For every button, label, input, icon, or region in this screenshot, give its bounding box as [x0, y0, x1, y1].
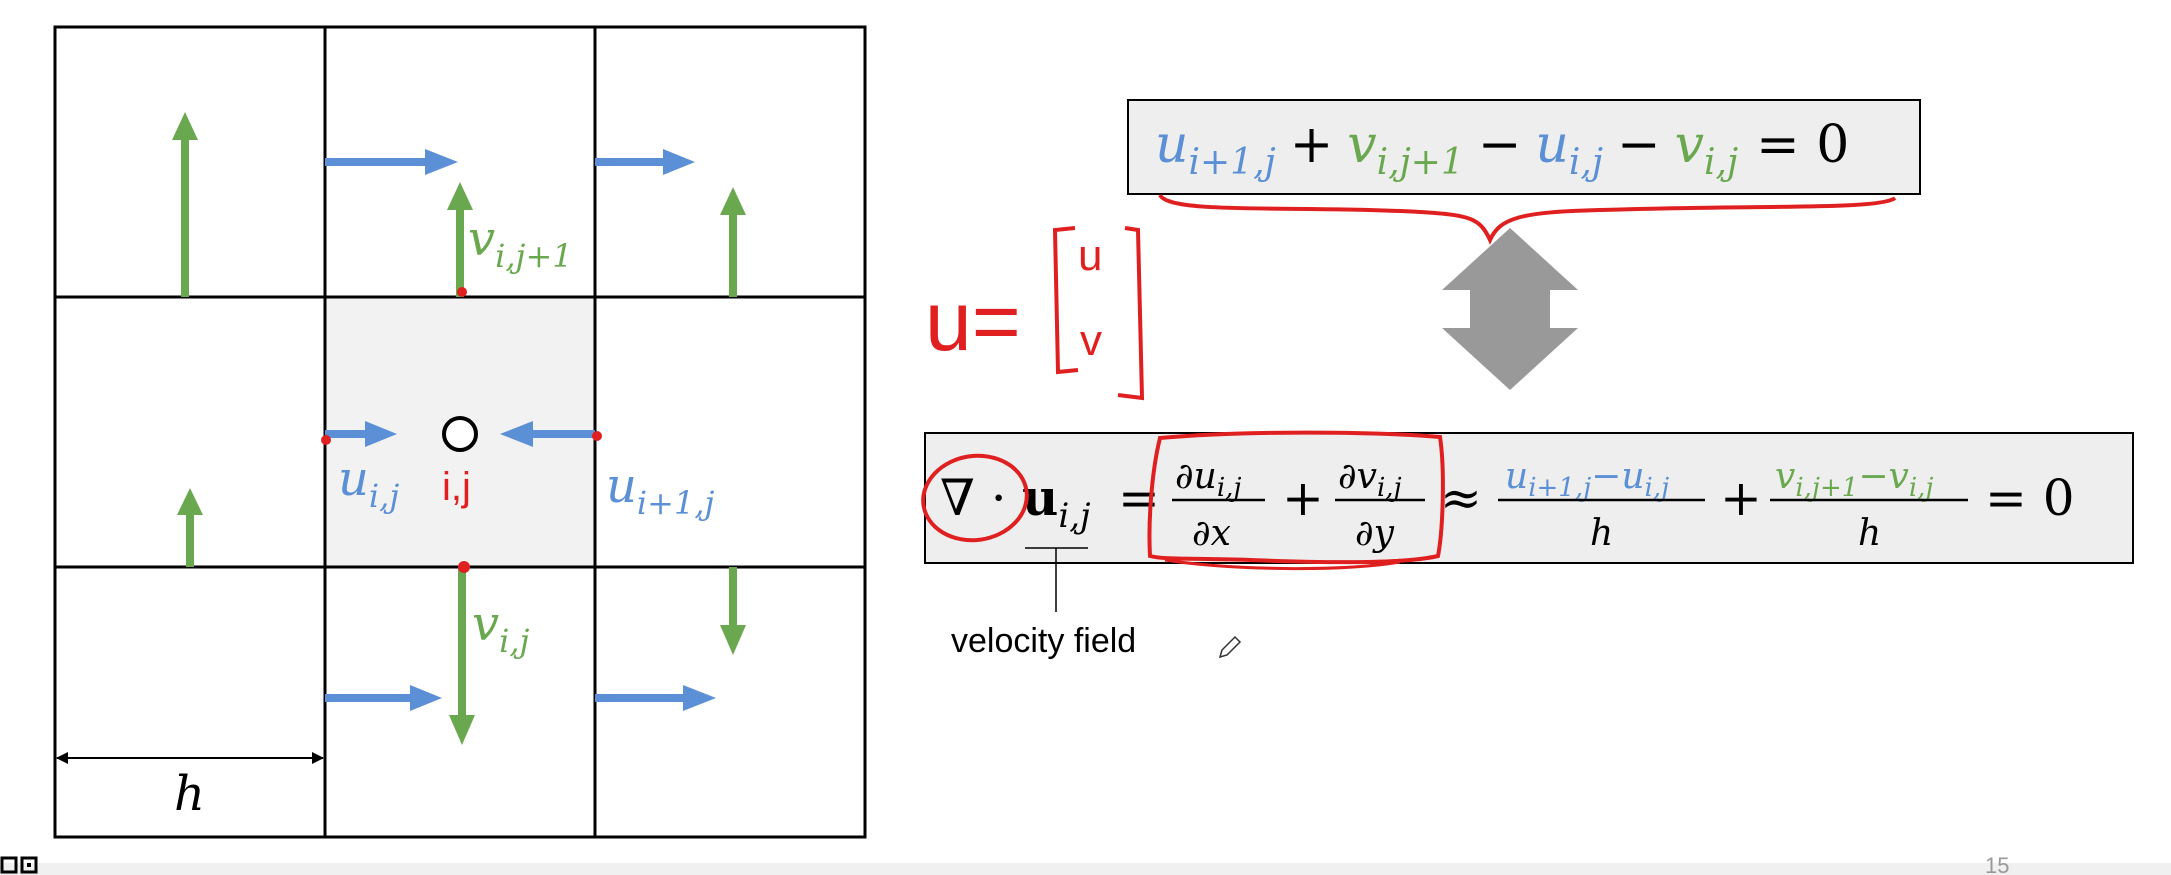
red-dot-right	[592, 431, 602, 441]
red-curly-brace	[1158, 193, 1897, 245]
u-arrow-bottom-center	[325, 685, 442, 711]
nabla-dot: ∇ ·	[940, 469, 1007, 527]
plus-1: +	[1282, 469, 1324, 527]
divergence-equation: ∇ · ui,j = ∂ui,j ∂x + ∂vi,j ∂y ≈ ui+1,j−…	[921, 430, 2134, 660]
label-center-ij: i,j	[442, 465, 471, 509]
frac4-denominator: h	[1858, 513, 1881, 554]
annotation-u-lhs: u=	[925, 274, 1021, 368]
page-number: 15	[1985, 853, 2009, 875]
frac3-numerator: ui+1,j−ui,j	[1505, 456, 1669, 503]
red-circle-nabla	[921, 453, 1029, 543]
label-v-bottom: vi,j	[472, 596, 530, 660]
v-velocity-arrows	[172, 112, 746, 745]
u-arrow-center-right	[500, 421, 595, 447]
v-arrow-top-center	[447, 182, 473, 297]
frac1-denominator: ∂x	[1192, 513, 1231, 554]
approx-sign: ≈	[1440, 469, 1482, 527]
bold-u: ui,j	[1022, 468, 1091, 536]
red-dot-bottom	[458, 561, 470, 573]
discrete-divergence-equation: ui+1,j+vi,j+1−ui,j−vi,j= 0	[1127, 99, 1921, 245]
cell-center-circle	[442, 416, 478, 452]
red-box-partials	[1147, 430, 1445, 565]
pencil-icon	[1218, 635, 1242, 659]
bottom-toolbar-strip	[0, 863, 2171, 875]
v-arrow-mid-right	[720, 567, 746, 655]
staggered-grid: vi,j+1 vi,j ui,j ui+1,j i,j h	[53, 25, 867, 839]
red-underline-partials	[1164, 558, 1401, 571]
top-equation-text: ui+1,j+vi,j+1−ui,j−vi,j= 0	[1155, 115, 1849, 183]
top-equation-box	[1127, 99, 1921, 195]
velocity-vector-annotation: u= u v	[925, 226, 1145, 401]
annotation-u-top: u	[1078, 231, 1102, 280]
u-arrow-top-right	[595, 149, 695, 175]
frac1-numerator: ∂ui,j	[1175, 456, 1241, 503]
u-arrow-bottom-right	[595, 685, 716, 711]
grid-border	[53, 25, 867, 839]
qr-code-icon[interactable]	[0, 856, 38, 874]
equivalence-double-arrow	[1442, 228, 1578, 390]
frac4-numerator: vi,j+1−vi,j	[1775, 456, 1933, 503]
label-h: h	[174, 766, 205, 822]
v-arrow-mid-left	[177, 488, 203, 567]
v-arrow-bottom-center	[449, 567, 475, 745]
label-u-right: ui+1,j	[606, 458, 715, 522]
label-u-left: ui,j	[338, 451, 399, 515]
red-dot-top	[457, 287, 467, 297]
frac3-denominator: h	[1590, 513, 1613, 554]
u-arrow-top-center	[325, 149, 458, 175]
v-arrow-top-right	[720, 187, 746, 297]
velocity-field-label: velocity field	[951, 622, 1136, 660]
divergence-equation-box	[924, 432, 2134, 564]
label-v-top: vi,j+1	[468, 211, 573, 275]
annotation-bracket-left	[1052, 226, 1079, 375]
u-arrow-center-left	[325, 421, 397, 447]
u-velocity-arrows	[325, 149, 716, 711]
annotation-v-bottom: v	[1080, 316, 1102, 365]
frac2-denominator: ∂y	[1355, 513, 1395, 554]
equals-zero: = 0	[1985, 469, 2075, 527]
frac2-numerator: ∂vi,j	[1338, 456, 1402, 503]
red-dot-left	[321, 435, 331, 445]
v-arrow-top-left	[172, 112, 198, 297]
annotation-bracket-right	[1117, 226, 1145, 401]
plus-2: +	[1720, 469, 1762, 527]
